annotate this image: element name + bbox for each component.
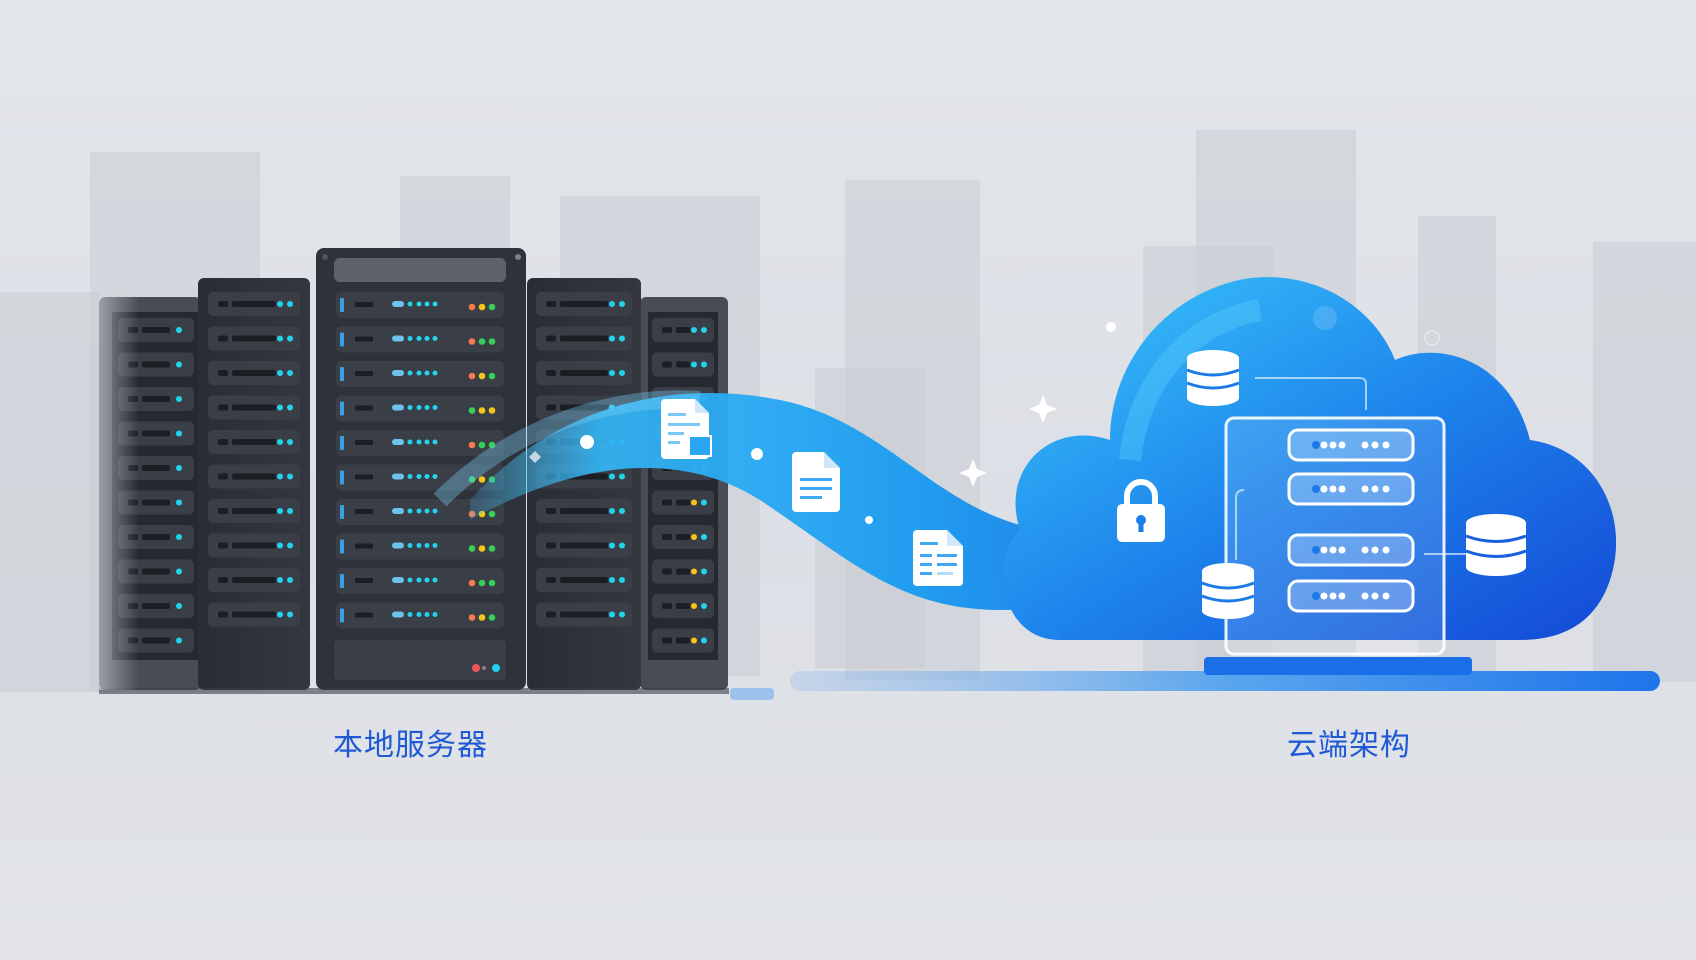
database-icon: [1201, 563, 1255, 619]
document-text-icon: [792, 452, 840, 512]
cloud-platform: [1204, 657, 1472, 675]
on-premise-label: 本地服务器: [333, 728, 488, 763]
left-base-bar: [730, 688, 774, 700]
center-rack-units: [336, 292, 504, 629]
background-building: [1593, 242, 1696, 682]
cloud-architecture-label: 云端架构: [1287, 728, 1411, 763]
background-building: [0, 292, 100, 692]
right-base-bar: [790, 671, 1660, 691]
document-table-icon: [913, 530, 963, 586]
lock-icon: [1117, 479, 1165, 542]
document-image-icon: [661, 399, 712, 459]
database-icon: [1186, 350, 1240, 406]
cloud-server-units: [1287, 428, 1415, 613]
cloud-server-panel: [1224, 377, 1470, 656]
database-icon: [1465, 514, 1527, 576]
